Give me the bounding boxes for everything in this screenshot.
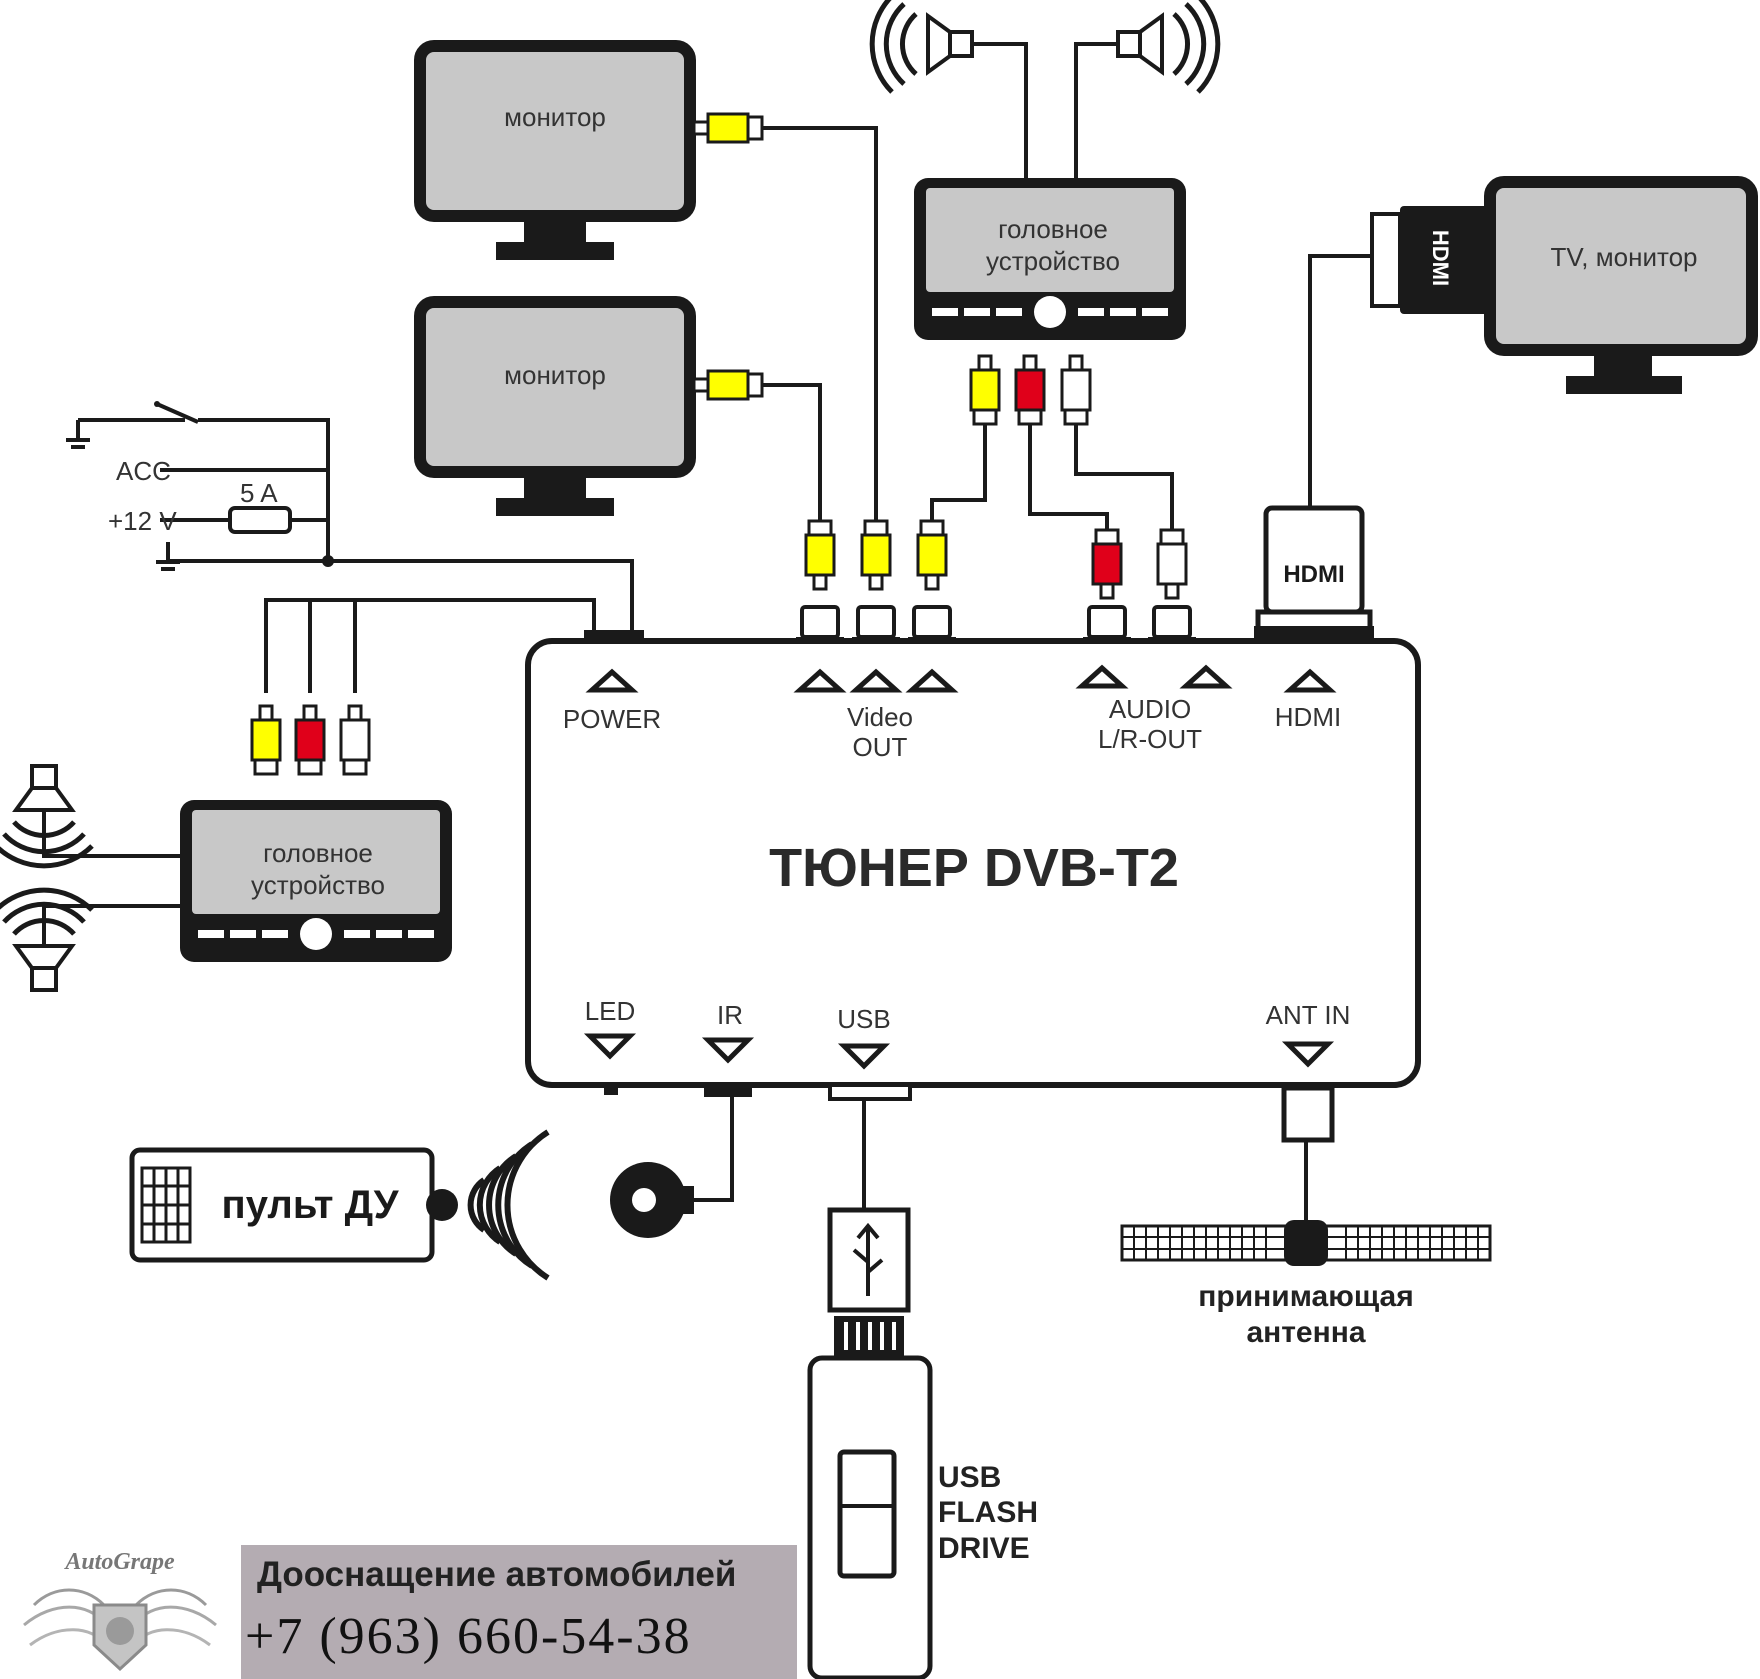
rca-plug-left-white xyxy=(339,704,371,776)
port-label-audio-2: L/R-OUT xyxy=(1098,724,1202,754)
fuse-label: 5 A xyxy=(240,478,278,508)
usb-port xyxy=(828,1083,912,1101)
ant-connector xyxy=(1281,1085,1335,1143)
brand-banner: Дооснащение автомобилей +7 (963) 660-54-… xyxy=(241,1545,797,1679)
port-label-video-1: Video xyxy=(847,702,913,732)
head-unit-left-label-1: головное xyxy=(263,838,373,868)
brand-tagline: Дооснащение автомобилей xyxy=(257,1555,737,1594)
logo-name: AutoGrape xyxy=(65,1549,175,1575)
rca-plug-video-3 xyxy=(916,519,948,591)
rca-plug-head-white xyxy=(1060,354,1092,426)
antenna-label-2: антенна xyxy=(1246,1316,1365,1349)
rca-plug-head-red xyxy=(1014,354,1046,426)
remote-control xyxy=(129,1147,458,1263)
wires xyxy=(42,42,1372,1232)
port-label-usb: USB xyxy=(837,1004,890,1034)
ground-symbols xyxy=(66,420,180,571)
usb-flash-drive xyxy=(807,1355,933,1679)
logo-emblem xyxy=(23,1588,217,1672)
port-label-power: POWER xyxy=(563,704,661,734)
rca-plug-audio-l xyxy=(1091,528,1123,600)
rca-plug-video-1 xyxy=(804,519,836,591)
remote-label: пульт ДУ xyxy=(222,1183,400,1227)
antenna-label-1: принимающая xyxy=(1198,1280,1413,1313)
fuse xyxy=(228,506,292,534)
autograpelogo: AutoGrape xyxy=(4,1545,236,1679)
port-label-audio-1: AUDIO xyxy=(1109,694,1191,724)
monitor-middle xyxy=(420,302,690,516)
speaker-top-right xyxy=(1118,0,1218,92)
brand-phone: +7 (963) 660-54-38 xyxy=(245,1608,692,1665)
port-arrows-bottom xyxy=(583,1033,1335,1070)
head-unit-top-label-2: устройство xyxy=(986,246,1120,276)
head-unit-left-label-2: устройство xyxy=(251,870,385,900)
usb-plug xyxy=(827,1207,911,1356)
speaker-top-left xyxy=(872,0,972,92)
rca-plug-monitor-top xyxy=(692,112,764,144)
port-arrows-top xyxy=(585,664,1337,693)
port-label-hdmi: HDMI xyxy=(1275,702,1341,732)
monitor-middle-label: монитор xyxy=(504,360,606,390)
rca-plug-left-red xyxy=(294,704,326,776)
svg-text:HDMI: HDMI xyxy=(1283,561,1344,588)
port-label-led: LED xyxy=(585,996,636,1026)
svg-text:HDMI: HDMI xyxy=(1428,230,1453,286)
led-connector xyxy=(604,1085,618,1095)
port-label-ant: ANT IN xyxy=(1266,1000,1351,1030)
rca-plug-video-2 xyxy=(860,519,892,591)
tv-label: TV, монитор xyxy=(1550,242,1697,272)
port-label-ir: IR xyxy=(717,1000,743,1030)
ir-waves xyxy=(467,1129,550,1281)
tv-monitor xyxy=(1484,176,1758,394)
ir-receiver xyxy=(610,1162,694,1238)
rca-plug-audio-r xyxy=(1156,528,1188,600)
rca-plug-left-yellow xyxy=(250,704,282,776)
tuner-body xyxy=(525,638,1421,1088)
tuner-title: ТЮНЕР DVB-T2 xyxy=(769,838,1179,898)
ir-connector xyxy=(704,1085,752,1097)
acc-switch-pivot xyxy=(154,401,160,407)
hdmi-connector: HDMI xyxy=(1254,505,1374,641)
monitor-top-label: монитор xyxy=(504,102,606,132)
monitor-top xyxy=(420,46,690,260)
rca-plug-head-yellow xyxy=(969,354,1001,426)
usb-flash-label-2: FLASH xyxy=(938,1496,1038,1529)
tv-hdmi-plug: HDMI xyxy=(1370,206,1488,314)
usb-flash-label-1: USB xyxy=(938,1461,1001,1494)
power-acc-label: ACC xyxy=(116,456,171,486)
power-12v-label: +12 V xyxy=(108,506,177,536)
rca-plug-monitor-middle xyxy=(692,369,764,401)
receiving-antenna xyxy=(1120,1220,1492,1266)
head-unit-top-label-1: головное xyxy=(998,214,1108,244)
port-label-video-2: OUT xyxy=(853,732,908,762)
usb-flash-label-3: DRIVE xyxy=(938,1532,1030,1565)
